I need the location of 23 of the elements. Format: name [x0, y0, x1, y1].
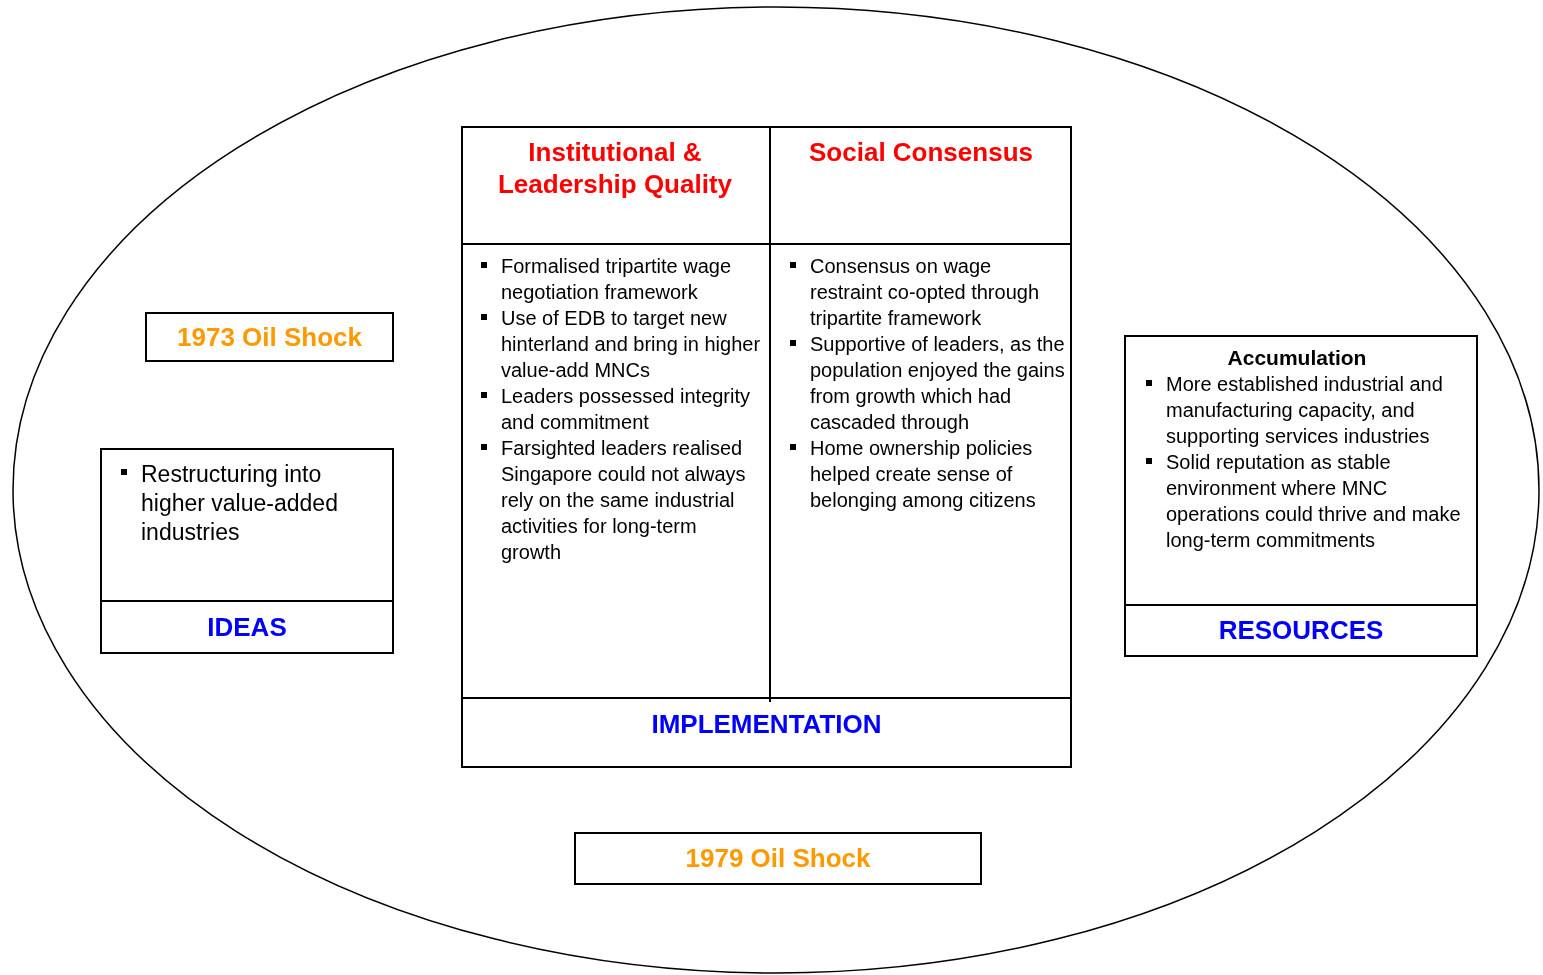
bullet-text: Solid reputation as stable environment where MNC operations could thrive and make long-term commitments [1145, 449, 1468, 553]
bullet-text: Home ownership policies helped create sense of belonging among citizens [789, 435, 1066, 513]
bullet-text: Consensus on wage restraint co-opted through tripartite framework [789, 253, 1066, 331]
category-box [1124, 335, 1478, 657]
bullet-text: Farsighted leaders realised Singapore could not always rely on the same industrial activities for long-term growth [480, 435, 761, 565]
event-label: 1979 Oil Shock [685, 843, 871, 874]
section-heading: Accumulation [1226, 345, 1368, 371]
column-heading: Institutional & Leadership Quality [496, 136, 734, 200]
category-label: IDEAS [207, 611, 287, 643]
bullet-text: Use of EDB to target new hinterland and bring in higher value-add MNCs [480, 305, 761, 383]
event-box [574, 832, 982, 885]
category-label: IMPLEMENTATION [651, 709, 882, 740]
implementation-table [461, 126, 1072, 768]
bullet-text: Restructuring into higher value-added industries [120, 460, 380, 547]
event-box [145, 312, 394, 362]
event-label: 1973 Oil Shock [177, 321, 362, 353]
bullet-text: Supportive of leaders, as the population enjoyed the gains from growth which had cascaded through [789, 331, 1066, 435]
bullet-text: More established industrial and manufacturing capacity, and supporting services industries [1145, 371, 1468, 449]
bullet-text: Formalised tripartite wage negotiation framework [480, 253, 761, 305]
column-heading: Social Consensus [808, 136, 1034, 168]
category-box [100, 448, 394, 654]
category-label: RESOURCES [1218, 615, 1384, 646]
bullet-text: Leaders possessed integrity and commitment [480, 383, 761, 435]
